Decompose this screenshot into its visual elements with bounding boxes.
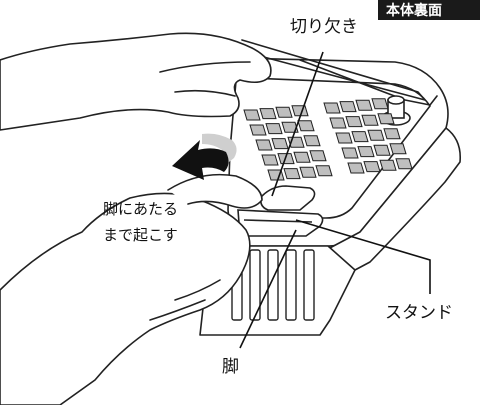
key [335, 132, 353, 144]
header-tag-text: 本体裏面 [386, 2, 442, 19]
key [261, 154, 279, 166]
lower-hand-finger-line-2 [149, 299, 206, 321]
key [299, 166, 317, 178]
key [357, 146, 375, 158]
key [297, 120, 315, 132]
key [255, 139, 273, 151]
upper-hand-finger-2 [159, 61, 251, 73]
lower-hand-finger-line [174, 279, 221, 301]
key [361, 114, 379, 126]
rotation-arrow [172, 133, 237, 180]
key [371, 98, 389, 110]
lower-hand-thumb [167, 173, 263, 209]
key [339, 101, 357, 113]
vent-slot [249, 249, 261, 321]
key [395, 158, 413, 170]
vent-slot [303, 249, 315, 321]
key [355, 99, 373, 111]
key [243, 109, 261, 121]
key [345, 116, 363, 128]
upper-hand-finger [174, 89, 236, 97]
key [259, 108, 277, 120]
leader-notch [271, 51, 324, 197]
key [347, 162, 365, 174]
label-lift-line2: まで起こす [103, 226, 178, 244]
key [315, 165, 333, 177]
key [377, 113, 395, 125]
label-notch: 切り欠き [290, 17, 358, 37]
upper-hand [0, 32, 272, 131]
label-leg: 脚 [222, 357, 239, 377]
header-tag: 本体裏面 [378, 0, 480, 20]
key [303, 135, 321, 147]
key [271, 138, 289, 150]
device-right-wall [325, 127, 462, 271]
knob-top [387, 95, 405, 105]
key [265, 123, 283, 135]
key [367, 129, 385, 141]
keypad [243, 98, 413, 181]
vent-slot [267, 249, 279, 321]
key [341, 147, 359, 159]
key [383, 128, 401, 140]
key [249, 124, 267, 136]
stand-panel [237, 209, 324, 237]
label-lift-line1: 脚にあたる [103, 200, 178, 218]
key [389, 143, 407, 155]
key [275, 106, 293, 118]
key [291, 105, 309, 117]
key [363, 161, 381, 173]
stand [237, 209, 324, 237]
header-tag-bg [378, 0, 480, 20]
key [329, 117, 347, 129]
leader-lines [239, 51, 431, 349]
key [373, 144, 391, 156]
device-top-inner-edge [247, 77, 431, 219]
key [309, 150, 327, 162]
key [379, 159, 397, 171]
label-stand: スタンド [385, 303, 453, 323]
key [281, 121, 299, 133]
leader-stand [295, 219, 431, 294]
leader-leg [239, 229, 297, 349]
key [283, 168, 301, 180]
hands [0, 32, 272, 405]
device-top-rail-2 [299, 59, 438, 106]
key [293, 151, 311, 163]
lower-hand [0, 192, 251, 405]
key [267, 169, 285, 181]
vent-slot [285, 249, 297, 321]
rotation-arrow-body [172, 140, 229, 180]
key [351, 131, 369, 143]
key [323, 102, 341, 114]
